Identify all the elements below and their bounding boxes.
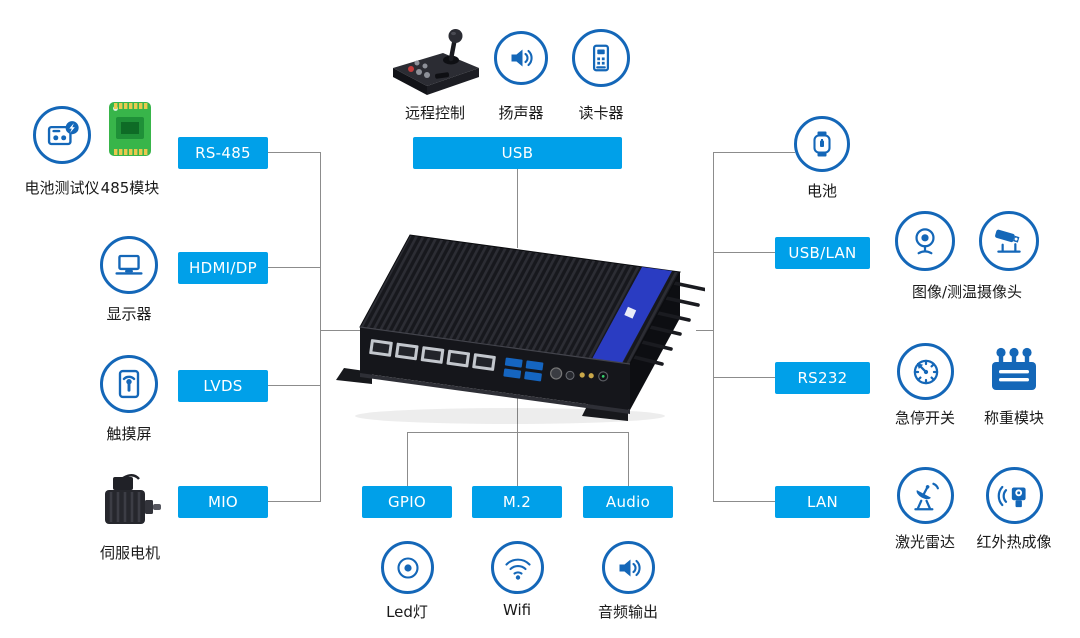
connector-line: [407, 432, 408, 486]
connector-line: [268, 267, 320, 268]
usb-port-bar: USB: [413, 137, 622, 169]
connector-line: [268, 385, 320, 386]
remote-control-label: 远程控制: [404, 104, 466, 122]
logo-mark: [624, 306, 637, 319]
audio-output-label: 音频输出: [597, 603, 659, 621]
smart-watch-icon: [794, 116, 850, 172]
hdmi-dp-port: HDMI/DP: [178, 252, 268, 284]
speaker-icon: [494, 31, 548, 85]
connector-line: [517, 396, 518, 433]
antenna-jack: [588, 373, 594, 379]
wifi-icon: [491, 541, 544, 594]
emergency-stop-label: 急停开关: [894, 409, 956, 427]
m2-port: M.2: [472, 486, 562, 518]
connector-line: [517, 432, 518, 486]
antenna-jack: [579, 372, 585, 378]
wifi-label: Wifi: [502, 601, 532, 619]
mio-port: MIO: [178, 486, 268, 518]
connector-line: [713, 501, 775, 502]
rs232-port: RS232: [775, 362, 870, 394]
touch-screen-label: 触摸屏: [106, 425, 152, 443]
round-connector: [550, 367, 563, 380]
cctv-camera-icon: [979, 211, 1039, 271]
audio-port: Audio: [583, 486, 673, 518]
connector-line: [713, 152, 795, 153]
ethernet-ports: [369, 339, 496, 371]
laptop-icon: [100, 236, 158, 294]
antenna: [632, 281, 705, 366]
lidar-label: 激光雷达: [894, 533, 956, 551]
weighing-module-label: 称重模块: [983, 409, 1045, 427]
gpio-port: GPIO: [362, 486, 452, 518]
right-face: [630, 272, 680, 410]
connector-line: [268, 501, 320, 502]
card-reader-icon: [572, 29, 630, 87]
servo-motor-label: 伺服电机: [99, 544, 161, 562]
weighing-module-icon: [992, 347, 1036, 390]
led-light-icon: [381, 541, 434, 594]
industrial-pc-image: [336, 234, 705, 424]
connector-line: [268, 152, 320, 153]
touch-screen-icon: [100, 355, 158, 413]
connector-line: [407, 432, 629, 433]
thermal-camera-icon: [986, 467, 1043, 524]
module-485-icon: [109, 102, 151, 156]
connector-line: [713, 377, 775, 378]
webcam-icon: [895, 211, 955, 271]
lidar-radar-icon: [897, 467, 954, 524]
card-reader-label: 读卡器: [578, 104, 624, 122]
connector-line: [713, 252, 775, 253]
speaker-output-icon: [602, 541, 655, 594]
battery-tester-label: 电池测试仪: [24, 179, 100, 197]
servo-motor-icon: [105, 474, 161, 524]
connector-line: [713, 152, 714, 502]
emergency-stop-icon: [897, 343, 954, 400]
lan-port: LAN: [775, 486, 870, 518]
thermal-imaging-label: 红外热成像: [976, 533, 1052, 551]
usb3-ports: [503, 357, 544, 382]
rs485-port: RS-485: [178, 137, 268, 169]
connector-line: [517, 169, 518, 248]
lvds-port: LVDS: [178, 370, 268, 402]
speaker-label: 扬声器: [498, 104, 544, 122]
round-connector: [565, 370, 575, 380]
display-label: 显示器: [106, 305, 152, 323]
usb-lan-port: USB/LAN: [775, 237, 870, 269]
battery-tester-icon: [33, 106, 91, 164]
led-light-label: Led灯: [386, 603, 428, 621]
connector-line: [696, 330, 713, 331]
battery-label: 电池: [806, 182, 838, 200]
module-485-label: 485模块: [100, 179, 160, 197]
joystick-console-icon: [393, 29, 479, 95]
connector-line: [320, 152, 321, 502]
camera-label: 图像/测温摄像头: [911, 283, 1023, 301]
connector-line: [628, 432, 629, 486]
connector-line: [320, 330, 362, 331]
